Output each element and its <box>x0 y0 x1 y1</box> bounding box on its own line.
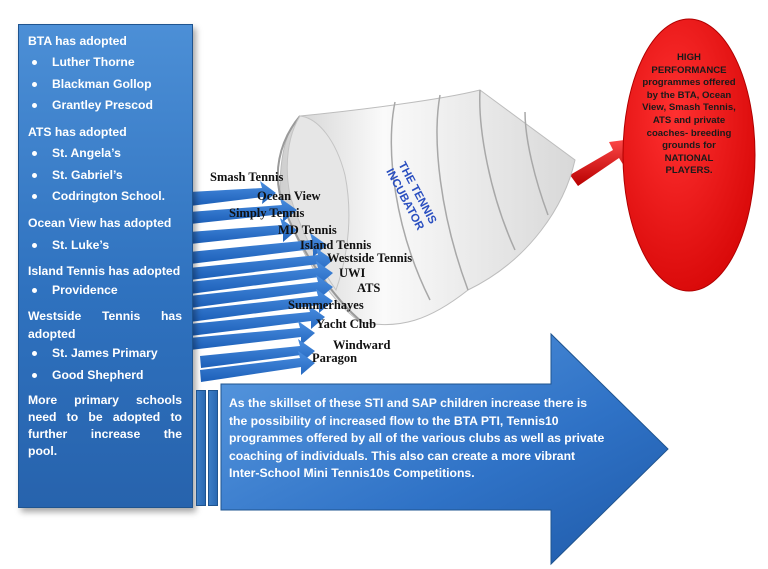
group-heading: Ocean View has adopted <box>28 216 172 231</box>
group-westside-tennis: Westside Tennis has adopted St. James Pr… <box>28 307 182 386</box>
group-items: Luther Thorne Blackman Gollop Grantley P… <box>28 52 182 116</box>
club-arrow-uwi <box>189 275 333 308</box>
bottom-arrow-text: As the skillset of these STI and SAP chi… <box>229 396 605 480</box>
funnel-shape <box>276 89 576 326</box>
group-items: St. James Primary Good Shepherd <box>28 343 182 386</box>
club-label-westside-tennis: Westside Tennis <box>327 251 413 265</box>
list-item: St. James Primary <box>28 343 182 364</box>
club-label-ocean-view: Ocean View <box>257 189 321 203</box>
adoption-note: More primary schools need to be adopted … <box>28 392 182 460</box>
bottom-arrow-shape <box>220 332 669 566</box>
list-item: Grantley Prescod <box>28 95 182 116</box>
group-items: St. Luke’s <box>28 235 182 256</box>
club-arrows <box>189 181 333 382</box>
club-arrow-paragon <box>200 351 315 382</box>
club-label-simply-tennis: Simply Tennis <box>229 206 305 220</box>
group-bta: BTA has adopted Luther Thorne Blackman G… <box>28 31 182 116</box>
list-item: St. Gabriel’s <box>28 165 182 186</box>
divider-bar <box>208 390 218 506</box>
club-label-ats: ATS <box>357 281 381 295</box>
group-items: Providence <box>28 280 182 301</box>
club-arrow-simply-tennis <box>189 218 297 244</box>
club-arrow-island-tennis <box>189 248 333 280</box>
group-heading: Westside Tennis has adopted <box>28 309 182 342</box>
group-heading: ATS has adopted <box>28 125 127 140</box>
club-arrow-yacht-club <box>189 321 315 350</box>
club-arrow-windward <box>200 339 315 368</box>
divider-bar <box>196 390 206 506</box>
club-arrow-westside-tennis <box>189 261 333 294</box>
note-line: More primary schools <box>28 392 182 407</box>
note-line: pool. <box>28 443 58 458</box>
club-arrow-md-tennis <box>189 233 327 264</box>
high-performance-oval <box>622 18 756 292</box>
note-line: need to be adopted to <box>28 409 182 424</box>
adopted-schools-panel: BTA has adopted Luther Thorne Blackman G… <box>18 24 193 508</box>
club-arrow-summerhayes <box>189 305 325 336</box>
high-performance-text: HIGH PERFORMANCE programmes offered by t… <box>642 52 736 177</box>
club-label-paragon: Paragon <box>312 351 358 365</box>
list-item: St. Angela’s <box>28 143 182 164</box>
list-item: St. Luke’s <box>28 235 182 256</box>
club-label-summerhayes: Summerhayes <box>288 298 364 312</box>
group-heading: BTA has adopted <box>28 34 127 48</box>
club-label-island-tennis: Island Tennis <box>300 238 372 252</box>
list-item: Luther Thorne <box>28 52 182 73</box>
club-label-uwi: UWI <box>339 266 366 280</box>
group-ats: ATS has adopted St. Angela’s St. Gabriel… <box>28 122 182 207</box>
list-item: Providence <box>28 280 182 301</box>
list-item: Good Shepherd <box>28 365 182 386</box>
red-arrow-shape <box>570 138 640 186</box>
group-ocean-view: Ocean View has adopted St. Luke’s <box>28 213 182 256</box>
club-arrow-ocean-view <box>189 198 297 224</box>
club-arrow-ats <box>189 289 333 322</box>
club-arrow-smash-tennis <box>189 181 276 206</box>
list-item: Codrington School. <box>28 186 182 207</box>
group-heading: Island Tennis has adopted <box>28 263 181 278</box>
group-items: St. Angela’s St. Gabriel’s Codrington Sc… <box>28 143 182 207</box>
club-label-smash-tennis: Smash Tennis <box>210 170 284 184</box>
list-item: Blackman Gollop <box>28 74 182 95</box>
club-label-md-tennis: MD Tennis <box>278 223 337 237</box>
group-island-tennis: Island Tennis has adopted Providence <box>28 262 182 301</box>
note-line: further increase the <box>28 426 182 441</box>
club-label-windward: Windward <box>333 338 391 352</box>
club-label-yacht-club: Yacht Club <box>316 317 377 331</box>
